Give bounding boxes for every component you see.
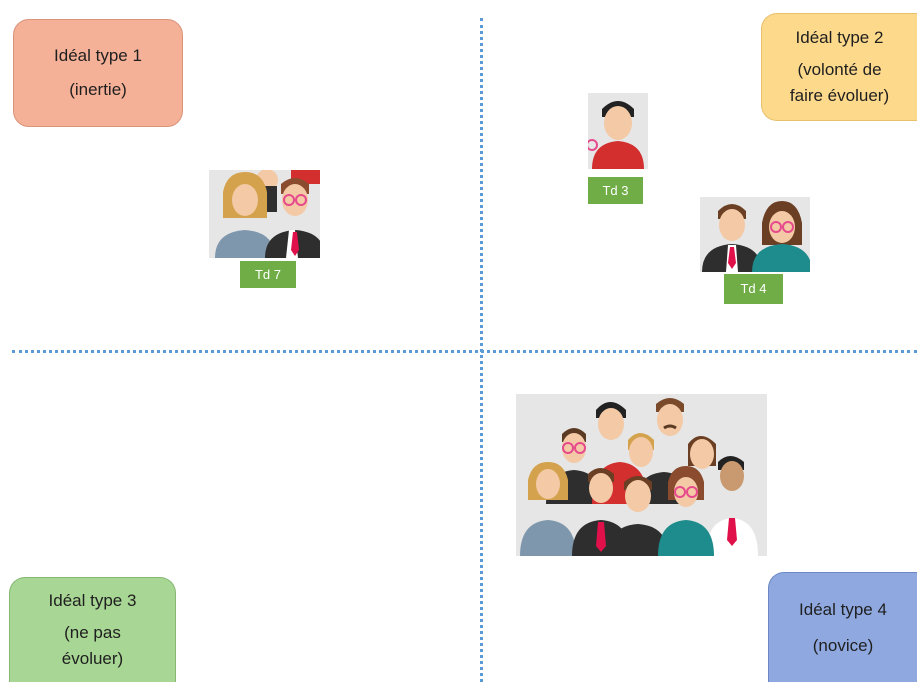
- ideal-type-4-subtitle: (novice): [812, 635, 874, 655]
- teacher-td7: Td 7: [209, 170, 320, 288]
- ideal-type-2-subtitle: (volonté de: [797, 60, 882, 79]
- person-group-icon: [209, 170, 320, 258]
- ideal-type-3-subtitle: (ne pas: [64, 623, 121, 642]
- teacher-td3: Td 3: [588, 93, 648, 205]
- person-group-icon: [700, 197, 810, 272]
- td3-label: Td 3: [588, 177, 643, 204]
- ideal-type-3-box: Idéal type 3 (ne pas évoluer): [9, 577, 176, 682]
- crowd-group: [516, 394, 767, 556]
- td4-label: Td 4: [724, 274, 783, 304]
- ideal-type-2-title: Idéal type 2: [795, 28, 884, 47]
- ideal-type-4-title: Idéal type 4: [799, 599, 887, 619]
- horizontal-axis: [12, 350, 917, 353]
- teacher-td4: Td 4: [700, 197, 810, 307]
- ideal-type-3-subtitle-2: évoluer): [61, 649, 124, 668]
- ideal-type-1-subtitle: (inertie): [69, 80, 127, 99]
- ideal-type-4-box: Idéal type 4 (novice): [768, 572, 917, 682]
- ideal-type-1-title: Idéal type 1: [54, 46, 142, 65]
- person-group-icon: [516, 394, 767, 556]
- person-icon: [588, 93, 648, 169]
- td7-label: Td 7: [240, 261, 296, 288]
- ideal-type-1-box: Idéal type 1 (inertie): [13, 19, 183, 127]
- ideal-type-3-title: Idéal type 3: [48, 591, 137, 610]
- ideal-type-2-box: Idéal type 2 (volonté de faire évoluer): [761, 13, 917, 121]
- ideal-type-2-subtitle-2: faire évoluer): [789, 86, 890, 105]
